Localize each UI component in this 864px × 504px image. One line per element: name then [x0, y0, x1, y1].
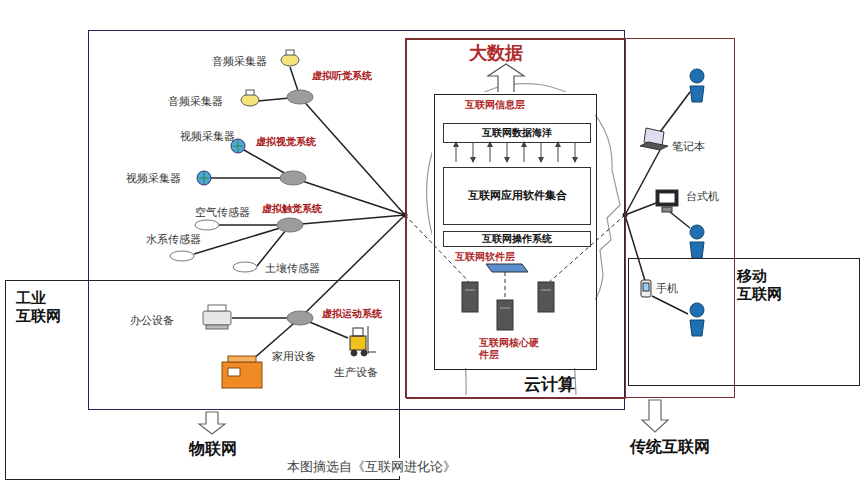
device-label: 视频采集器 [126, 172, 181, 185]
region-title: 工业 互联网 [16, 289, 66, 325]
device-label: 生产设备 [334, 366, 378, 379]
internet-brain-box: 互联网信息层互联网软件层互联网核心硬件层 互联网数据海洋互联网应用软件集合互联网操… [434, 94, 597, 370]
layer-box: 互联网应用软件集合 [443, 167, 591, 225]
region-title: 传统互联网 [630, 437, 710, 456]
device-label: 办公设备 [130, 314, 174, 327]
layer-box: 互联网数据海洋 [443, 123, 591, 143]
caption: 本图摘选自《互联网进化论》 [284, 458, 459, 476]
internet-region: 传统互联网 [405, 38, 735, 398]
device-label: 土壤传感器 [265, 262, 320, 275]
region-title: 物联网 [189, 439, 237, 458]
device-label: 台式机 [686, 190, 719, 203]
device-label: 音频采集器 [168, 95, 223, 108]
cloud-region: 大数据云计算 互联网信息层互联网软件层互联网核心硬件层 互联网数据海洋互联网应用软件… [406, 39, 626, 399]
layer-box: 互联网操作系统 [443, 231, 591, 247]
device-label: 手机 [656, 282, 678, 295]
system-label: 虚拟运动系统 [322, 308, 382, 320]
device-label: 家用设备 [272, 350, 316, 363]
layer-label: 互联网核心硬件层 [479, 337, 539, 361]
region-title: 移动 互联网 [737, 267, 787, 303]
layer-label: 互联网信息层 [465, 99, 525, 111]
device-label: 水系传感器 [146, 233, 201, 246]
system-label: 虚拟视觉系统 [256, 136, 316, 148]
cloud-title: 云计算 [524, 374, 575, 394]
system-label: 虚拟触觉系统 [262, 203, 322, 215]
iot-region: 物联网大数据云计算互联网信息层互联网软件层互联网核心硬件层互联网数据海洋互联网应… [88, 30, 625, 410]
layer-label: 互联网软件层 [455, 251, 515, 263]
mobile-region: 移动 互联网 [628, 258, 860, 386]
device-label: 音频采集器 [212, 55, 267, 68]
layer-text: 互联网数据海洋 [482, 127, 552, 139]
device-label: 视频采集器 [180, 130, 235, 143]
system-label: 虚拟听觉系统 [312, 70, 372, 82]
layer-text: 互联网操作系统 [482, 233, 552, 244]
device-label: 空气传感器 [195, 206, 250, 219]
big-data-title: 大数据 [469, 42, 523, 64]
device-label: 笔记本 [672, 140, 705, 153]
layer-text: 互联网应用软件集合 [468, 189, 567, 202]
